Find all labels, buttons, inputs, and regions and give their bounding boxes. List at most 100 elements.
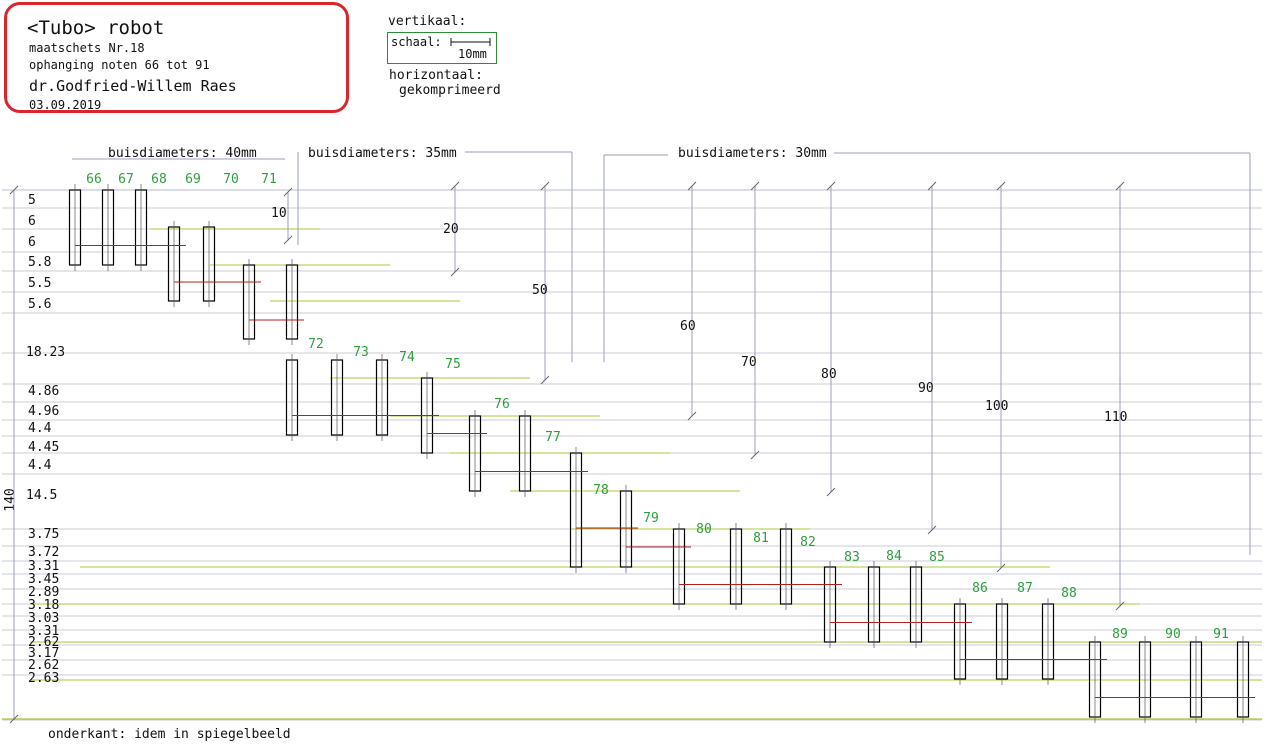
group-label-2: buisdiameters: 35mm — [308, 146, 457, 161]
span-tick — [996, 181, 1006, 191]
span-tick — [687, 411, 697, 421]
dimension-label: 4.45 — [28, 440, 59, 455]
scale-bar-icon — [450, 38, 491, 46]
dimension-label: 5.5 — [28, 276, 51, 291]
dimension-label: 14.5 — [26, 488, 57, 503]
span-tick — [1115, 181, 1125, 191]
span-label-20: 20 — [443, 222, 459, 237]
note-label-81: 81 — [753, 531, 769, 546]
dimension-label: 5.6 — [28, 297, 51, 312]
note-label-87: 87 — [1017, 581, 1033, 596]
scale-legend: vertikaal: — [388, 14, 466, 29]
span-tick — [9, 714, 19, 724]
span-tick — [540, 375, 550, 385]
span-label-50: 50 — [532, 283, 548, 298]
dimension-label: 3.03 — [28, 611, 59, 626]
span-label-100: 100 — [985, 399, 1008, 414]
drawing-date: 03.09.2019 — [29, 98, 102, 112]
span-tick — [996, 563, 1006, 573]
note-label-68: 68 — [151, 172, 167, 187]
note-label-90: 90 — [1165, 627, 1181, 642]
total-height-label: 140 — [3, 488, 18, 511]
span-label-90: 90 — [918, 381, 934, 396]
note-label-80: 80 — [696, 522, 712, 537]
dimension-label: 4.96 — [28, 404, 59, 419]
dimension-label: 6 — [28, 214, 36, 229]
dimension-label: 4.86 — [28, 384, 59, 399]
span-label-10: 10 — [271, 206, 287, 221]
span-tick — [750, 181, 760, 191]
note-label-83: 83 — [844, 550, 860, 565]
note-label-78: 78 — [593, 483, 609, 498]
dimension-label: 3.45 — [28, 572, 59, 587]
horizontal-label: horizontaal: — [389, 68, 483, 83]
span-tick — [750, 450, 760, 460]
span-tick — [283, 235, 293, 245]
scale-value: 10mm — [458, 47, 487, 61]
span-label-110: 110 — [1104, 410, 1127, 425]
dimension-label: 6 — [28, 235, 36, 250]
note-label-88: 88 — [1061, 586, 1077, 601]
dimension-label: 18.23 — [26, 345, 65, 360]
span-tick — [450, 181, 460, 191]
span-tick — [826, 181, 836, 191]
note-label-67: 67 — [118, 172, 134, 187]
span-tick — [927, 525, 937, 535]
dimension-label: 5 — [28, 193, 36, 208]
dimension-label: 2.62 — [28, 635, 59, 650]
dimension-label: 3.75 — [28, 527, 59, 542]
note-label-75: 75 — [445, 357, 461, 372]
dimension-label: 2.62 — [28, 658, 59, 673]
dimension-label: 3.18 — [28, 598, 59, 613]
note-label-84: 84 — [886, 549, 902, 564]
dimension-label: 5.8 — [28, 255, 51, 270]
span-tick — [540, 181, 550, 191]
note-label-71: 71 — [261, 172, 277, 187]
note-label-86: 86 — [972, 581, 988, 596]
dimension-label: 4.4 — [28, 458, 52, 473]
horizontal-value: gekomprimeerd — [399, 83, 501, 98]
dimension-label: 2.63 — [28, 671, 59, 686]
sketch-number: maatschets Nr.18 — [29, 41, 145, 55]
note-range: ophanging noten 66 tot 91 — [29, 58, 210, 72]
note-label-73: 73 — [353, 345, 369, 360]
note-label-89: 89 — [1112, 627, 1128, 642]
span-tick — [283, 187, 293, 197]
scale-box: schaal: 10mm — [387, 32, 497, 64]
span-tick — [687, 181, 697, 191]
span-tick — [1115, 601, 1125, 611]
note-label-77: 77 — [545, 430, 561, 445]
note-label-76: 76 — [494, 397, 510, 412]
note-label-74: 74 — [399, 350, 415, 365]
group-label-3: buisdiameters: 30mm — [678, 146, 827, 161]
dimension-label: 3.72 — [28, 545, 59, 560]
note-label-91: 91 — [1213, 627, 1229, 642]
dimension-label: 3.31 — [28, 624, 59, 639]
note-label-79: 79 — [643, 511, 659, 526]
note-label-66: 66 — [86, 172, 102, 187]
span-tick — [927, 181, 937, 191]
note-label-70: 70 — [223, 172, 239, 187]
span-tick — [450, 267, 460, 277]
note-label-69: 69 — [185, 172, 201, 187]
span-tick — [9, 185, 19, 195]
scale-label: schaal: — [391, 35, 442, 49]
span-label-60: 60 — [680, 319, 696, 334]
drawing-title: <Tubo> robot — [27, 17, 165, 39]
note-label-72: 72 — [308, 337, 324, 352]
span-label-80: 80 — [821, 367, 837, 382]
author-name: dr.Godfried-Willem Raes — [29, 77, 237, 95]
title-block: <Tubo> robot maatschets Nr.18 ophanging … — [4, 2, 349, 113]
dimension-label: 3.17 — [28, 646, 59, 661]
horizontal-legend: horizontaal: gekomprimeerd — [389, 68, 501, 98]
span-label-70: 70 — [741, 355, 757, 370]
dimension-label: 2.89 — [28, 585, 59, 600]
group-label-1: buisdiameters: 40mm — [108, 146, 257, 161]
note-label-85: 85 — [929, 550, 945, 565]
footer-note: onderkant: idem in spiegelbeeld — [48, 727, 291, 742]
dimension-label: 4.4 — [28, 421, 52, 436]
dimension-label: 3.31 — [28, 559, 59, 574]
vertical-label: vertikaal: — [388, 14, 467, 29]
note-label-82: 82 — [800, 535, 816, 550]
